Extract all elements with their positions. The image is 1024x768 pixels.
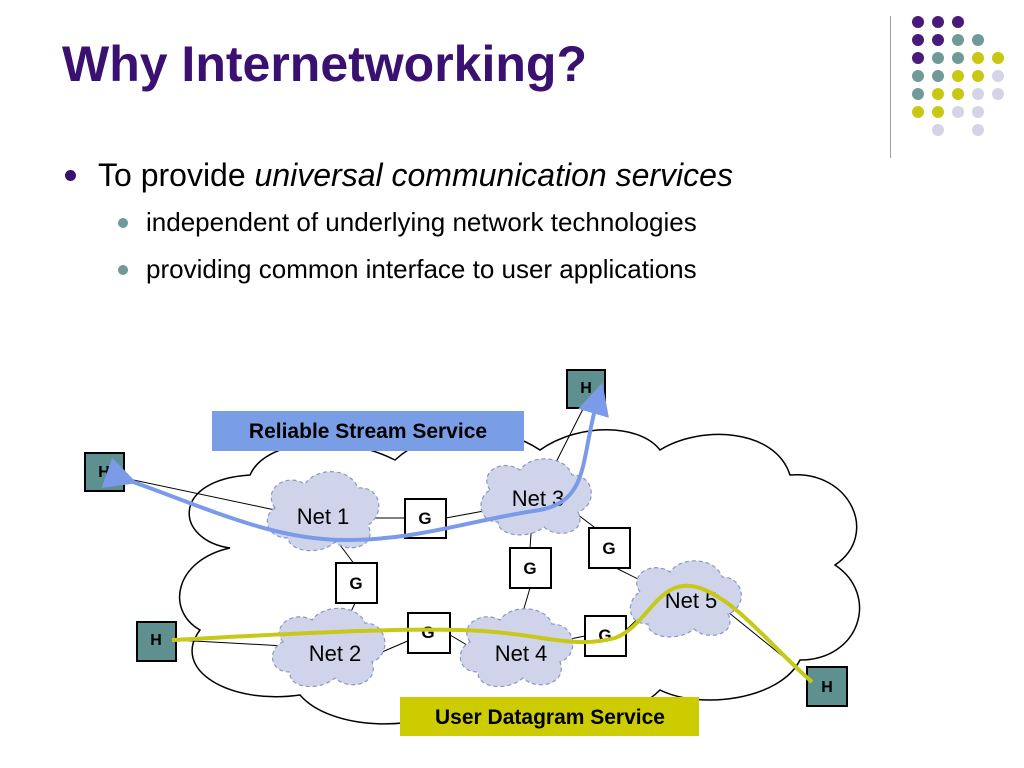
net5-cloud	[629, 560, 742, 638]
dot	[912, 52, 924, 64]
link	[381, 639, 411, 653]
sub-bullet-marker	[118, 218, 128, 228]
host-label: H	[821, 679, 833, 696]
dot	[952, 88, 964, 100]
net1-label: Net 1	[297, 504, 350, 529]
dot	[972, 70, 984, 82]
net2-cloud	[272, 607, 386, 688]
main-bullet: To provide universal communication servi…	[98, 155, 733, 195]
user-datagram-text: User Datagram Service	[435, 706, 665, 729]
host-left: H	[84, 452, 125, 492]
host-bottom-right: H	[806, 666, 848, 707]
slide-title: Why Internetworking?	[62, 36, 587, 92]
gateway-label: G	[602, 539, 615, 558]
gateway-label: G	[418, 509, 431, 528]
dot	[932, 106, 944, 118]
dot	[932, 124, 944, 136]
gateway-5: G	[407, 612, 451, 654]
dot	[972, 88, 984, 100]
title-divider	[890, 16, 891, 158]
dot	[972, 124, 984, 136]
gateway-label: G	[421, 623, 434, 642]
sub-bullet-2: providing common interface to user appli…	[146, 254, 697, 284]
net1-cloud	[266, 471, 380, 552]
dot	[912, 70, 924, 82]
main-bullet-text: To provide	[98, 157, 255, 193]
host-top: H	[566, 369, 606, 409]
net3-label: Net 3	[512, 486, 565, 511]
host-label: H	[98, 464, 110, 481]
dot	[932, 34, 944, 46]
dot	[932, 52, 944, 64]
link	[175, 639, 286, 647]
sub-bullet-1: independent of underlying network techno…	[146, 207, 697, 237]
reliable-stream-label: Reliable Stream Service	[212, 411, 524, 451]
reliable-stream-text: Reliable Stream Service	[249, 420, 487, 443]
dot	[912, 34, 924, 46]
dot	[912, 88, 924, 100]
net2-label: Net 2	[309, 641, 362, 666]
dot	[972, 52, 984, 64]
gateway-2: G	[335, 562, 378, 604]
dot	[952, 34, 964, 46]
dot	[932, 88, 944, 100]
bullet-marker	[65, 170, 76, 181]
net4-label: Net 4	[495, 641, 548, 666]
dot	[992, 52, 1004, 64]
sub-bullet-marker	[118, 265, 128, 275]
gateway-3: G	[509, 547, 552, 589]
dot	[992, 88, 1004, 100]
dot	[972, 106, 984, 118]
dot	[952, 70, 964, 82]
gateway-label: G	[349, 574, 362, 593]
host-label: H	[580, 380, 592, 397]
host-label: H	[150, 632, 162, 649]
dot	[992, 70, 1004, 82]
dot	[912, 16, 924, 28]
user-datagram-label: User Datagram Service	[400, 697, 699, 736]
dot	[932, 16, 944, 28]
dot	[952, 106, 964, 118]
main-bullet-emphasis: universal communication services	[254, 157, 733, 193]
link	[339, 544, 356, 566]
dot	[952, 52, 964, 64]
host-bottom-left: H	[136, 621, 177, 662]
decorative-dot-grid	[912, 16, 1004, 136]
user-datagram-path	[171, 583, 814, 684]
net4-cloud	[459, 608, 574, 688]
dot	[972, 34, 984, 46]
reliable-stream-path	[101, 382, 609, 543]
dot	[912, 106, 924, 118]
gateway-4: G	[588, 527, 631, 569]
gateway-label: G	[523, 559, 536, 578]
dot	[952, 16, 964, 28]
dot	[932, 70, 944, 82]
